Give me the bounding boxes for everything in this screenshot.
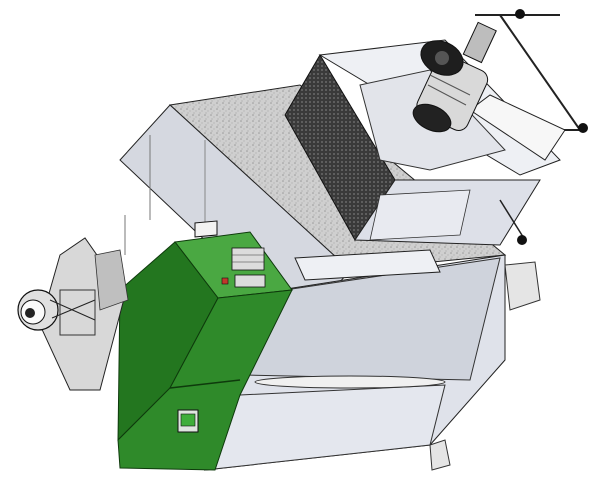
terminal-block-icon[interactable] [221, 247, 266, 288]
upper-blower-unit [284, 9, 588, 246]
display-panel-icon[interactable] [194, 220, 218, 238]
duct-flange-icon [504, 261, 541, 311]
blower-motor-icon [17, 237, 129, 391]
belt-guard [469, 94, 566, 161]
cabinet-door-handle-icon[interactable] [254, 375, 446, 389]
green-cabinet-front [117, 289, 293, 471]
control-cabinet-icon [117, 220, 293, 471]
grey-cabinet [204, 249, 541, 471]
fan-motor-icon [412, 21, 497, 133]
grey-cabinet-lower-panel [204, 384, 446, 471]
cabinet-top-cover [294, 249, 441, 281]
